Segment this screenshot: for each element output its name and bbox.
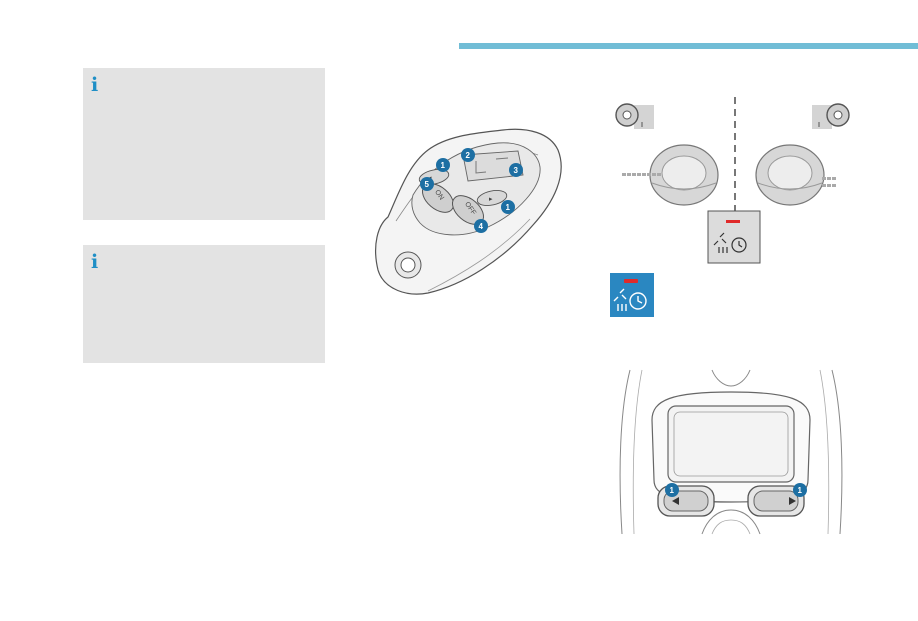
- svg-text:▸: ▸: [489, 196, 493, 203]
- left-hand-drive-icon: [615, 103, 654, 129]
- svg-text:1: 1: [441, 161, 446, 170]
- steering-wheel-diagram: [615, 97, 850, 264]
- info-icon: i: [91, 74, 99, 96]
- ventilation-timer-button-panel: [707, 210, 761, 264]
- remote-control-illustration: ◂ ▸ ON OFF 1 2 3 5 1 4: [375, 128, 562, 295]
- fan-timer-icon: [613, 279, 647, 311]
- dashboard-console-illustration: 1 1: [619, 369, 843, 535]
- dashboard-right-arrow-button: [747, 485, 805, 517]
- dashboard-callout-1-right: 1: [793, 483, 807, 497]
- fan-timer-icon: [713, 232, 747, 253]
- callout-badge-5: 5: [420, 177, 434, 191]
- callout-badge-1b: 1: [501, 200, 515, 214]
- right-steering-wheel: [755, 144, 825, 206]
- on-button-label: ON: [433, 189, 445, 202]
- right-hand-drive-icon: [812, 103, 850, 129]
- dashboard-callout-1-left: 1: [665, 483, 679, 497]
- svg-text:4: 4: [479, 222, 484, 231]
- info-box-remote-note: i: [83, 245, 325, 363]
- section-header-rule: [459, 43, 918, 49]
- svg-text:1: 1: [798, 486, 803, 495]
- callout-badge-1: 1: [436, 158, 450, 172]
- callout-badge-3: 3: [509, 163, 523, 177]
- svg-text:3: 3: [514, 166, 519, 175]
- svg-text:5: 5: [425, 180, 430, 189]
- callout-badge-4: 4: [474, 219, 488, 233]
- callout-badge-2: 2: [461, 148, 475, 162]
- ventilation-timer-button[interactable]: [610, 273, 654, 317]
- info-icon: i: [91, 251, 99, 273]
- svg-text:1: 1: [506, 203, 511, 212]
- indicator-led: [624, 279, 638, 283]
- svg-text:2: 2: [466, 151, 471, 160]
- indicator-led: [726, 220, 740, 223]
- info-box-remote-usage: i: [83, 68, 325, 220]
- svg-text:1: 1: [670, 486, 675, 495]
- left-vent-indicator: [622, 173, 661, 176]
- right-vent-indicator: [822, 177, 836, 187]
